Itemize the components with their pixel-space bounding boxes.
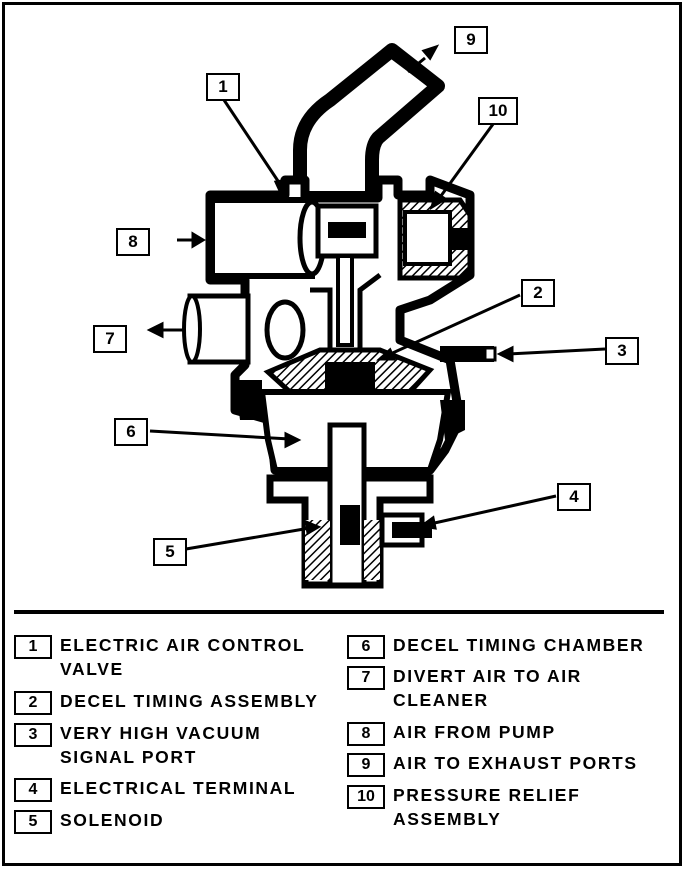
legend-label: ELECTRIC AIR CONTROL VALVE [60,635,306,679]
callout-10: 10 [478,97,518,125]
legend-item-8: 8 AIR FROM PUMP [347,722,556,746]
legend-label: PRESSURE RELIEF ASSEMBLY [393,785,581,829]
leader-lines [146,44,606,551]
legend-number: 2 [14,691,52,715]
legend-item-4: 4 ELECTRICAL TERMINAL [14,778,296,802]
legend-item-1: 1 ELECTRIC AIR CONTROL VALVE [14,635,305,681]
vacuum-signal-port [440,346,497,362]
legend-label: ELECTRICAL TERMINAL [60,778,297,798]
callout-1: 1 [206,73,240,101]
legend-number: 5 [14,810,52,834]
legend-number: 4 [14,778,52,802]
callout-3: 3 [605,337,639,365]
air-cleaner-divert-tube [182,293,306,365]
legend-divider [14,610,664,614]
legend-number: 7 [347,666,385,690]
callout-8: 8 [116,228,150,256]
legend-item-3: 3 VERY HIGH VACUUM SIGNAL PORT [14,723,261,769]
legend-label: AIR TO EXHAUST PORTS [393,753,638,773]
legend-item-2: 2 DECEL TIMING ASSEMBLY [14,691,319,715]
legend-label: SOLENOID [60,810,165,830]
callout-2: 2 [521,279,555,307]
legend-label: DIVERT AIR TO AIR CLEANER [393,666,582,710]
legend-number: 9 [347,753,385,777]
callout-4: 4 [557,483,591,511]
legend-label: VERY HIGH VACUUM SIGNAL PORT [60,723,262,767]
callout-7: 7 [93,325,127,353]
legend-number: 6 [347,635,385,659]
solenoid [266,422,434,589]
callout-9: 9 [454,26,488,54]
legend-item-9: 9 AIR TO EXHAUST PORTS [347,753,638,777]
pump-inlet-port [209,197,327,279]
legend-label: DECEL TIMING ASSEMBLY [60,691,319,711]
exhaust-outlet-tube [293,43,445,205]
callout-5: 5 [153,538,187,566]
legend-label: AIR FROM PUMP [393,722,556,742]
valve-illustration [146,43,606,589]
legend-item-7: 7 DIVERT AIR TO AIR CLEANER [347,666,582,712]
legend-number: 8 [347,722,385,746]
valve-stem [310,203,382,350]
legend-number: 1 [14,635,52,659]
legend-number: 10 [347,785,385,809]
legend-item-5: 5 SOLENOID [14,810,164,834]
legend-label: DECEL TIMING CHAMBER [393,635,645,655]
legend-item-6: 6 DECEL TIMING CHAMBER [347,635,644,659]
callout-6: 6 [114,418,148,446]
pressure-relief-assembly [397,197,473,281]
electrical-terminal [379,512,432,548]
legend-number: 3 [14,723,52,747]
legend-item-10: 10 PRESSURE RELIEF ASSEMBLY [347,785,580,831]
